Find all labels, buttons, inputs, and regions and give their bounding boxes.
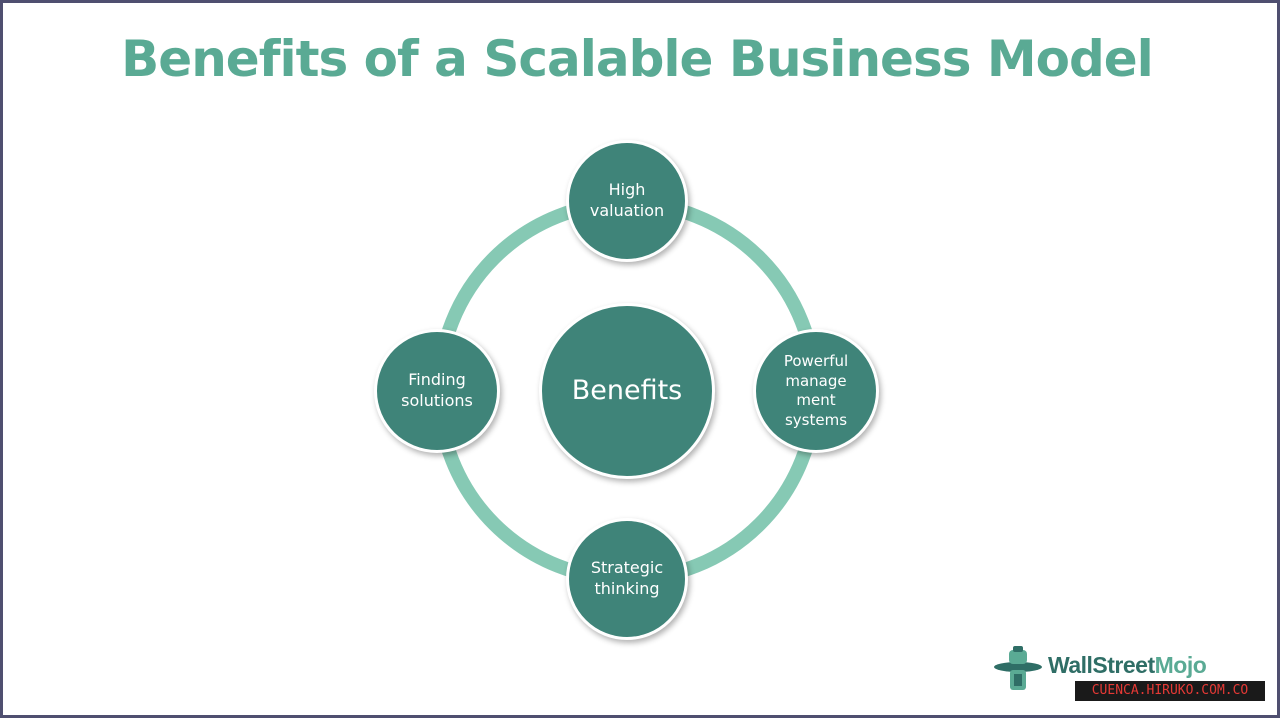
- node-label-line: solutions: [401, 391, 473, 410]
- node-label-line: systems: [784, 410, 848, 429]
- wallstreetmojo-logo-icon: [994, 646, 1042, 690]
- node-label-line: valuation: [589, 201, 665, 220]
- node-label-line: Powerful: [783, 352, 849, 370]
- node-label-line: High: [608, 180, 646, 200]
- watermark-url: CUENCA.HIRUKO.COM.CO: [1075, 681, 1265, 701]
- center-node-label: Benefits: [571, 375, 683, 407]
- node-label-line: thinking: [594, 579, 660, 598]
- page-title: Benefits of a Scalable Business Model: [121, 30, 1154, 88]
- node-strategic-thinking: Strategic thinking: [566, 518, 688, 640]
- logo-brand: WallStreet: [1048, 652, 1155, 678]
- node-powerful-management-systems: Powerful manage ment systems: [753, 329, 879, 453]
- node-label-line: Strategic: [590, 558, 664, 578]
- node-high-valuation: High valuation: [566, 140, 688, 262]
- center-node-benefits: Benefits: [539, 303, 715, 479]
- node-label-line: Finding: [408, 370, 466, 390]
- logo-brand-accent: Mojo: [1154, 652, 1207, 678]
- node-label-line: ment: [796, 391, 836, 409]
- node-label-line: manage: [785, 371, 847, 390]
- node-finding-solutions: Finding solutions: [374, 329, 500, 453]
- logo-wordmark: WallStreetMojo: [1048, 652, 1207, 679]
